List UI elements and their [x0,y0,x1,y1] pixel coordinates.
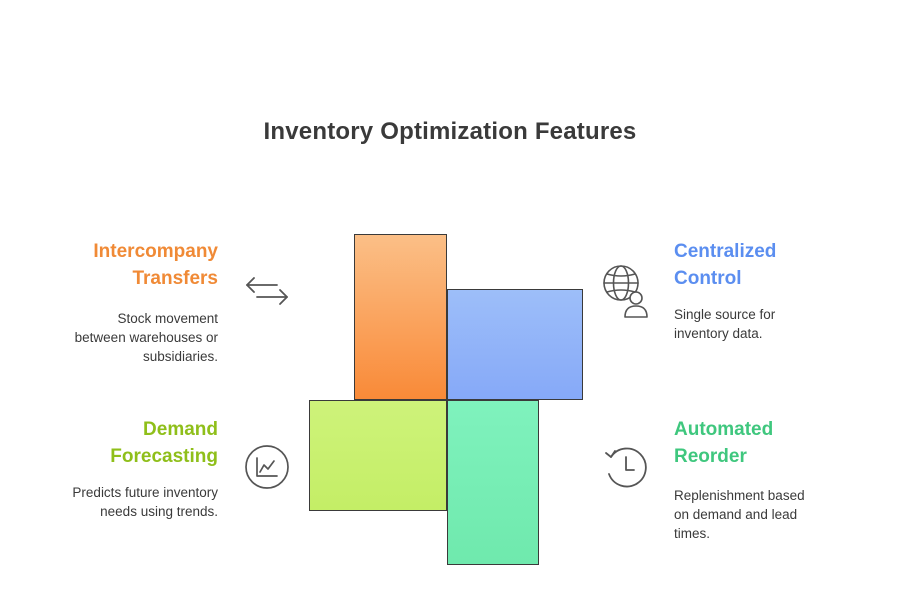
reorder-desc-line1: Replenishment based [674,488,805,503]
control-description: Single source for inventory data. [674,305,834,343]
demand-title: Demand Forecasting [0,416,218,470]
transfers-desc-line1: Stock movement [117,311,218,326]
demand-title-line1: Demand [143,419,218,440]
control-title-line1: Centralized [674,241,777,262]
control-desc-line2: inventory data. [674,326,763,341]
arrows-left-right-icon [243,274,291,308]
reorder-title-line1: Automated [674,419,774,440]
block-transfers [354,234,447,400]
transfers-title-line2: Transfers [132,268,218,289]
control-desc-line1: Single source for [674,307,776,322]
reorder-title: Automated Reorder [674,416,894,470]
demand-description: Predicts future inventory needs using tr… [18,483,218,521]
transfers-desc-line3: subsidiaries. [142,349,218,364]
transfers-title: Intercompany Transfers [0,238,218,292]
line-chart-icon [243,443,291,491]
reorder-title-line2: Reorder [674,446,747,467]
reorder-desc-line2: on demand and lead [674,507,798,522]
transfers-description: Stock movement between warehouses or sub… [18,309,218,366]
block-reorder [447,400,539,565]
reorder-description: Replenishment based on demand and lead t… [674,486,834,543]
transfers-desc-line2: between warehouses or [74,330,218,345]
block-demand [309,400,447,511]
page-title: Inventory Optimization Features [263,118,637,145]
transfers-title-line1: Intercompany [93,241,218,262]
clock-reset-icon [602,444,648,492]
control-title-line2: Control [674,268,742,289]
block-control [447,289,583,400]
demand-desc-line1: Predicts future inventory [72,485,218,500]
control-title: Centralized Control [674,238,894,292]
globe-user-icon [600,262,652,320]
demand-desc-line2: needs using trends. [100,504,218,519]
demand-title-line2: Forecasting [110,446,218,467]
reorder-desc-line3: times. [674,526,711,541]
